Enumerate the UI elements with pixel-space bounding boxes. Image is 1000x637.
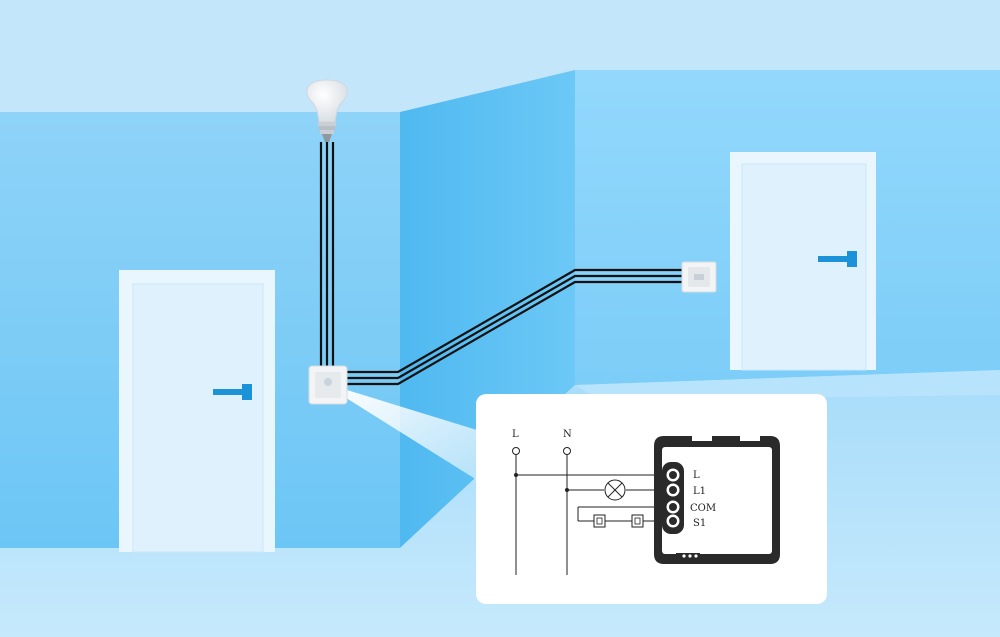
vertical-wires — [319, 142, 335, 366]
left-door-handle — [213, 389, 243, 395]
wall-switch-left — [308, 365, 348, 405]
right-door-panel — [741, 163, 867, 371]
terminal-label-L1: L1 — [693, 486, 706, 497]
floor-edge — [575, 370, 1000, 400]
relay-module — [654, 436, 780, 564]
diagonal-wires — [345, 268, 683, 386]
terminal-label-S1: S1 — [693, 518, 706, 529]
terminal-label-COM: COM — [690, 503, 716, 514]
left-door — [119, 270, 275, 553]
junction-dot — [514, 473, 518, 477]
right-door-handle — [818, 256, 848, 262]
terminal-label-L: L — [693, 470, 700, 481]
callout-beam — [343, 390, 477, 480]
wiring-diagram-callout: L N — [476, 394, 827, 604]
right-door-handle-plate — [847, 251, 857, 267]
supply-label-N: N — [563, 429, 572, 440]
junction-dot — [565, 488, 569, 492]
supply-L-terminal — [512, 447, 520, 455]
lamp-symbol-icon — [604, 479, 626, 501]
switch-symbol-icon — [593, 514, 644, 528]
supply-N-terminal — [563, 447, 571, 455]
right-door — [730, 152, 876, 371]
terminal-block — [662, 462, 684, 534]
bulb-icon — [306, 79, 348, 142]
left-door-panel — [132, 283, 264, 553]
left-door-handle-plate — [242, 384, 252, 400]
supply-label-L: L — [512, 429, 519, 440]
wall-switch-right — [681, 261, 717, 293]
